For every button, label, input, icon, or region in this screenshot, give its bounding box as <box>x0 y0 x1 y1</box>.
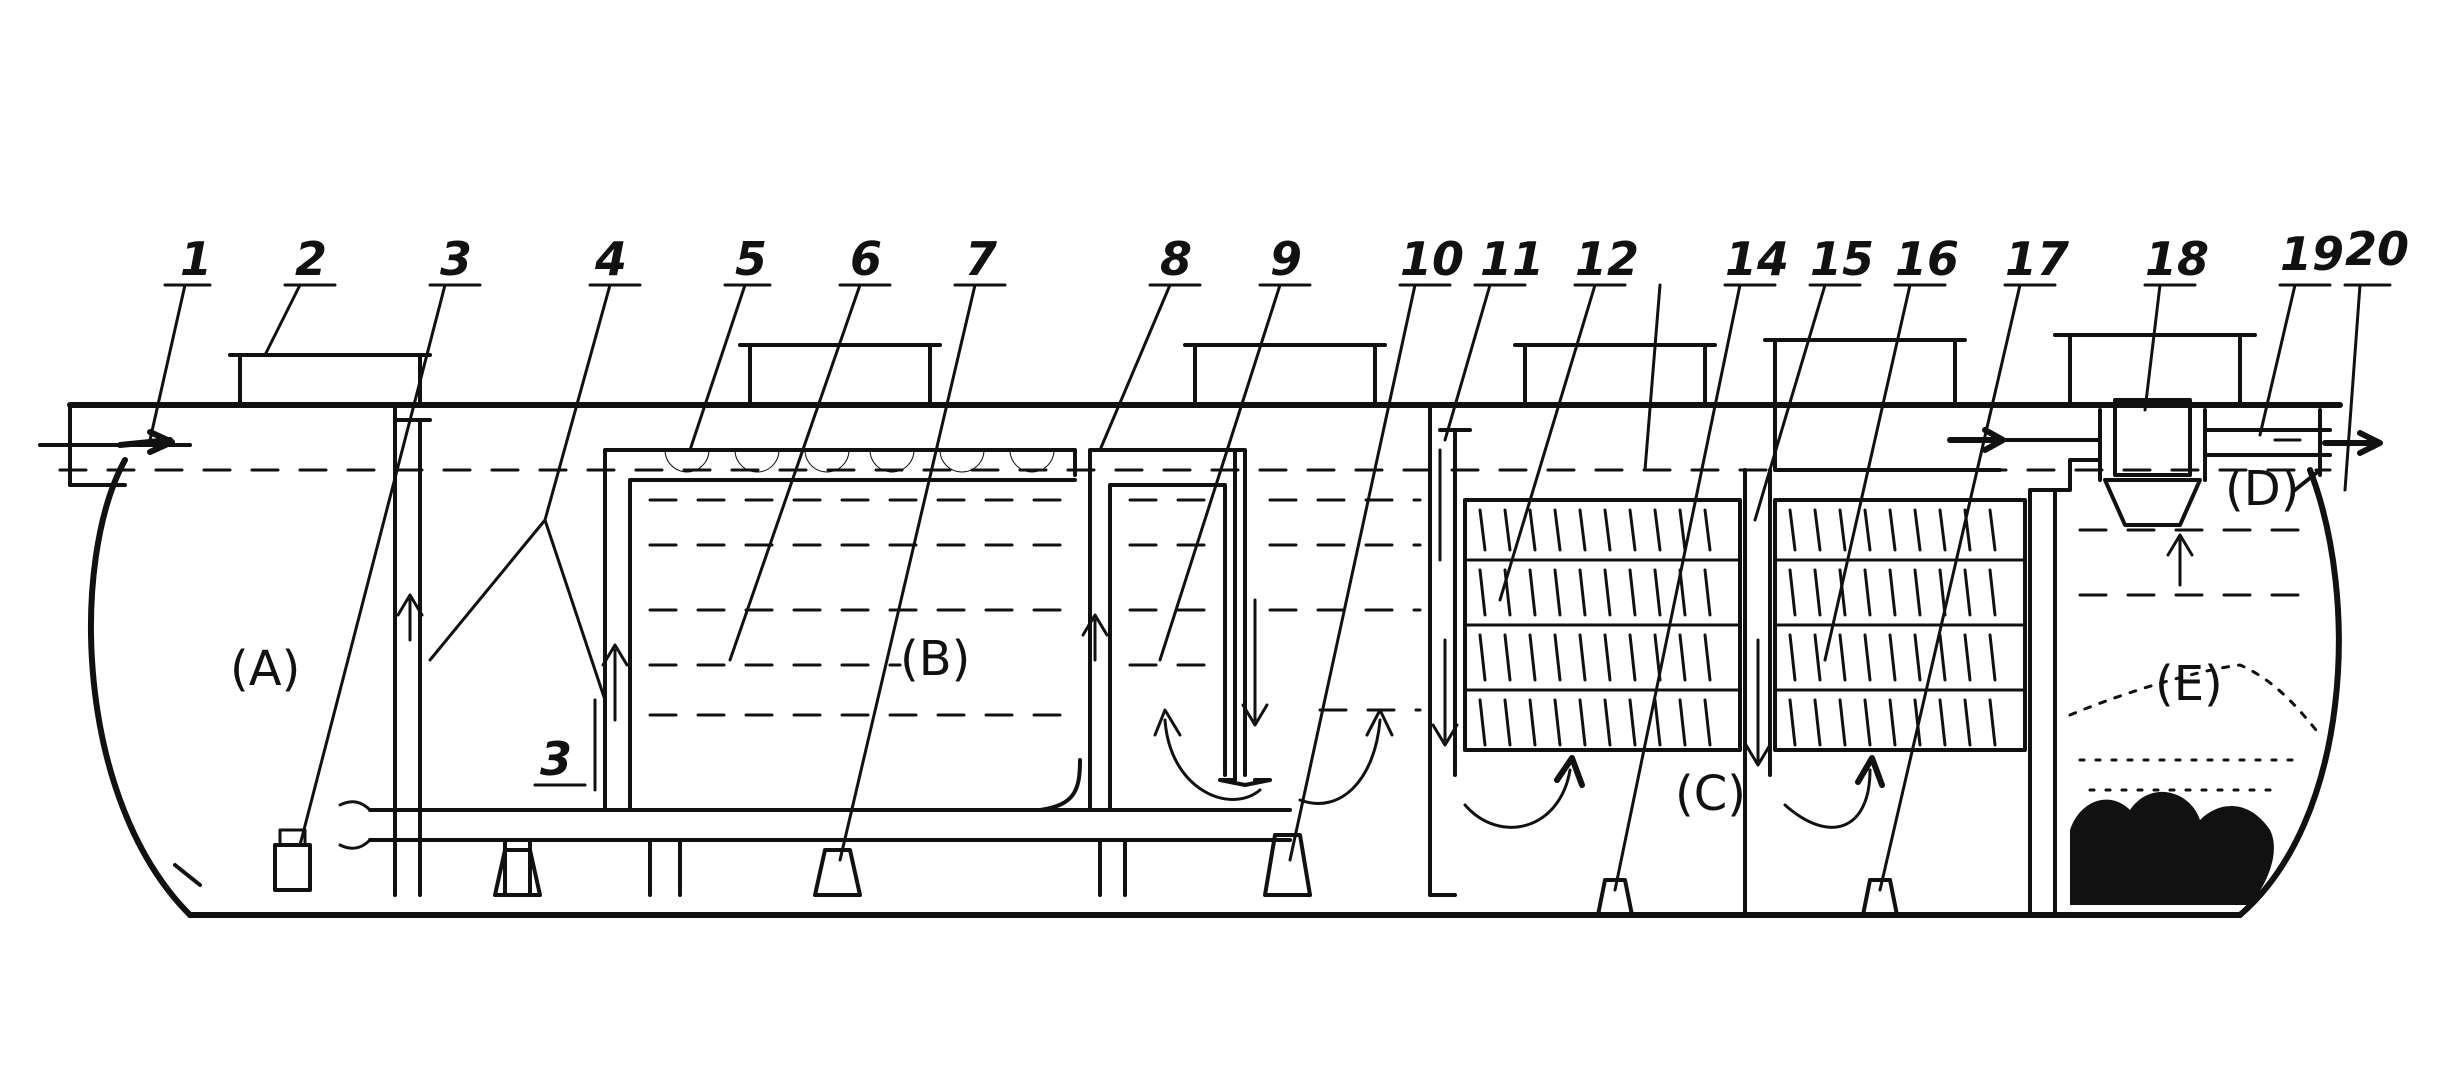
leader-18 <box>2143 283 2197 412</box>
partition-10-11 <box>1428 403 1457 897</box>
label-16: 16 <box>1895 232 1959 286</box>
carrier-ball <box>804 449 850 473</box>
flow-arrow-up-a <box>396 593 424 642</box>
manhole-cover-4 <box>1513 343 1717 407</box>
diffuser-10 <box>1263 833 1312 897</box>
flow-arrow-up-8 <box>1081 613 1109 662</box>
leader-14 <box>1613 283 1777 892</box>
leader-17 <box>1878 283 2057 892</box>
riser-pipe-a <box>393 403 422 897</box>
label-2: 2 <box>295 232 327 286</box>
manhole-cover-6 <box>2053 333 2257 407</box>
blower-base <box>273 843 312 892</box>
manhole-cover-2 <box>738 343 942 407</box>
leader-2 <box>263 283 337 357</box>
manhole-covers <box>228 333 2257 407</box>
leader-10 <box>1288 283 1452 862</box>
carrier-ball <box>939 449 985 473</box>
leader-20 <box>2343 283 2392 492</box>
leader-3 <box>298 283 482 847</box>
label-20: 20 <box>2345 222 2409 276</box>
label-5: 5 <box>735 232 767 286</box>
zone-label-a: (A) <box>230 641 300 697</box>
carrier-ball <box>869 449 915 473</box>
label-3: 3 <box>440 232 472 286</box>
inlet-arrow <box>117 429 175 455</box>
label-19: 19 <box>2280 227 2344 281</box>
label-12: 12 <box>1575 232 1639 286</box>
label-4: 4 <box>594 232 627 286</box>
label-17: 17 <box>2005 232 2069 286</box>
chamber-settling <box>1081 448 1422 812</box>
settling-wall-inner <box>1108 483 1227 812</box>
label-9: 9 <box>1270 232 1302 286</box>
partition-e <box>2028 488 2057 917</box>
partitions <box>1428 403 2057 917</box>
water-dashes-b <box>648 498 1062 717</box>
label-7: 7 <box>965 232 997 286</box>
manhole-cover-3 <box>1183 343 1387 407</box>
chamber-b <box>593 448 1082 812</box>
outlet-pipe <box>2203 428 2332 457</box>
air-header-pipe <box>368 808 1292 842</box>
tank-right-end <box>2237 467 2342 918</box>
leader-15 <box>1753 283 1862 522</box>
zone-label-c: (C) <box>1675 766 1746 822</box>
manhole-cover-5 <box>1763 338 1967 407</box>
leader-1 <box>148 283 212 442</box>
leader-5 <box>688 283 772 452</box>
chamber-a <box>273 403 432 897</box>
tank-left-end <box>87 457 193 918</box>
label-10: 10 <box>1400 232 1464 286</box>
leader-9 <box>1158 283 1312 662</box>
leader-7 <box>838 283 1007 862</box>
label-8: 8 <box>1160 232 1192 286</box>
flow-arrow-down-11 <box>1431 638 1459 747</box>
number-labels: 1 2 3 4 5 6 7 8 9 10 11 12 14 15 16 17 1… <box>180 222 2409 787</box>
carrier-ball <box>734 449 780 473</box>
partition-c <box>1743 468 1772 917</box>
zone-labels: (A) (B) (C) (D) (E) <box>230 461 2299 822</box>
leader-11 <box>1443 283 1527 442</box>
leader-8 <box>1098 283 1202 452</box>
flow-arrow-down-9 <box>1241 598 1269 727</box>
label-15: 15 <box>1810 232 1874 286</box>
leader-16 <box>1823 283 1947 662</box>
zone-label-b: (B) <box>900 631 970 687</box>
outlet-pump-18 <box>2113 398 2192 477</box>
label-3b: 3 <box>540 732 572 786</box>
outlet-arrow <box>2322 430 2383 456</box>
zone-label-d: (D) <box>2225 461 2299 517</box>
filter-media-2 <box>1773 498 2027 829</box>
diffuser-7 <box>813 848 862 897</box>
sludge-pile-e <box>2068 663 2322 905</box>
leader-6 <box>728 283 892 662</box>
leader-12 <box>1498 283 1627 602</box>
leader-lines <box>148 283 2392 892</box>
outlet-section <box>1773 398 2383 597</box>
label-18: 18 <box>2145 232 2209 286</box>
flow-arrow-up-e <box>2166 533 2194 587</box>
label-6: 6 <box>850 232 882 286</box>
leader-4 <box>428 283 642 702</box>
zone-label-e: (E) <box>2155 656 2223 712</box>
settling-wall-outer <box>1088 448 1247 812</box>
inlet-pipe <box>38 403 192 487</box>
label-1: 1 <box>180 232 212 286</box>
diffuser-3b <box>493 848 542 897</box>
aeration-pipework <box>338 800 1899 917</box>
leader-19 <box>2258 283 2332 437</box>
carrier-ball <box>664 449 710 473</box>
manhole-cover-1 <box>228 353 432 407</box>
carrier-ball <box>1009 449 1055 473</box>
label-14: 14 <box>1725 232 1789 286</box>
sludge-mass <box>2070 791 2274 905</box>
label-11: 11 <box>1480 232 1544 286</box>
flow-arrow-up-b <box>601 643 629 722</box>
chamber-b-wall <box>603 448 1077 812</box>
